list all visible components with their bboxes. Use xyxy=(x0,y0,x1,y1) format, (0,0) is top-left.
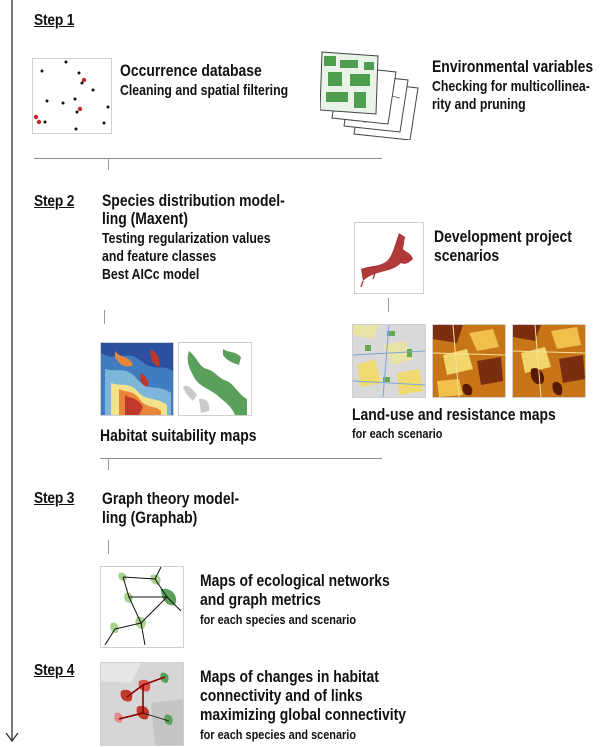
changes-subtitle: for each species and scenario xyxy=(200,727,356,742)
step-1-label: Step 1 xyxy=(34,12,75,29)
networks-subtitle: for each species and scenario xyxy=(200,612,356,627)
separator-step2 xyxy=(100,458,382,459)
development-title-line2: scenarios xyxy=(434,246,500,265)
separator-step1 xyxy=(34,158,382,159)
sdm-line3: Best AICc model xyxy=(102,266,200,283)
development-scenario-map xyxy=(354,222,424,294)
changes-title-line1: Maps of changes in habitat xyxy=(200,667,379,686)
sdm-line2: and feature classes xyxy=(102,248,217,265)
step-2-label: Step 2 xyxy=(34,193,75,210)
resistance-map-1 xyxy=(432,324,506,398)
networks-title-line1: Maps of ecological networks xyxy=(200,571,390,590)
environmental-layers-stack xyxy=(319,48,420,141)
sdm-line1: Testing regularization values xyxy=(102,230,271,247)
step-3-label: Step 3 xyxy=(34,490,75,507)
changes-title-line3: maximizing global connectivity xyxy=(200,705,407,724)
tick-sdm xyxy=(104,310,105,324)
graph-title-line1: Graph theory model- xyxy=(102,489,240,508)
timeline-axis xyxy=(5,0,19,743)
graph-title-line2: ling (Graphab) xyxy=(102,508,198,527)
landuse-subtitle: for each scenario xyxy=(352,426,443,441)
sdm-title-line1: Species distribution model- xyxy=(102,191,285,210)
tick-step1 xyxy=(108,158,109,170)
tick-development xyxy=(388,298,389,312)
occurrence-subtitle: Cleaning and spatial filtering xyxy=(120,82,289,99)
tick-graph xyxy=(108,540,109,554)
environmental-line1: Checking for multicollinea- xyxy=(432,78,590,95)
resistance-map-2 xyxy=(512,324,586,398)
landuse-title: Land-use and resistance maps xyxy=(352,405,556,424)
land-use-map xyxy=(352,324,426,398)
ecological-network-map xyxy=(100,566,184,648)
sdm-title-line2: ling (Maxent) xyxy=(102,209,188,228)
connectivity-change-map xyxy=(100,662,184,746)
environmental-line2: rity and pruning xyxy=(432,96,526,113)
occurrence-title: Occurrence database xyxy=(120,61,262,80)
occurrence-points-map xyxy=(32,58,112,134)
environmental-title: Environmental variables xyxy=(432,57,594,76)
development-title-line1: Development project xyxy=(434,227,572,246)
habitat-binary-map xyxy=(178,342,252,416)
step-4-label: Step 4 xyxy=(34,662,75,679)
habitat-title: Habitat suitability maps xyxy=(100,426,257,445)
tick-step2 xyxy=(108,458,109,470)
habitat-suitability-heatmap xyxy=(100,342,174,416)
networks-title-line2: and graph metrics xyxy=(200,590,321,609)
changes-title-line2: connectivity and of links xyxy=(200,686,363,705)
